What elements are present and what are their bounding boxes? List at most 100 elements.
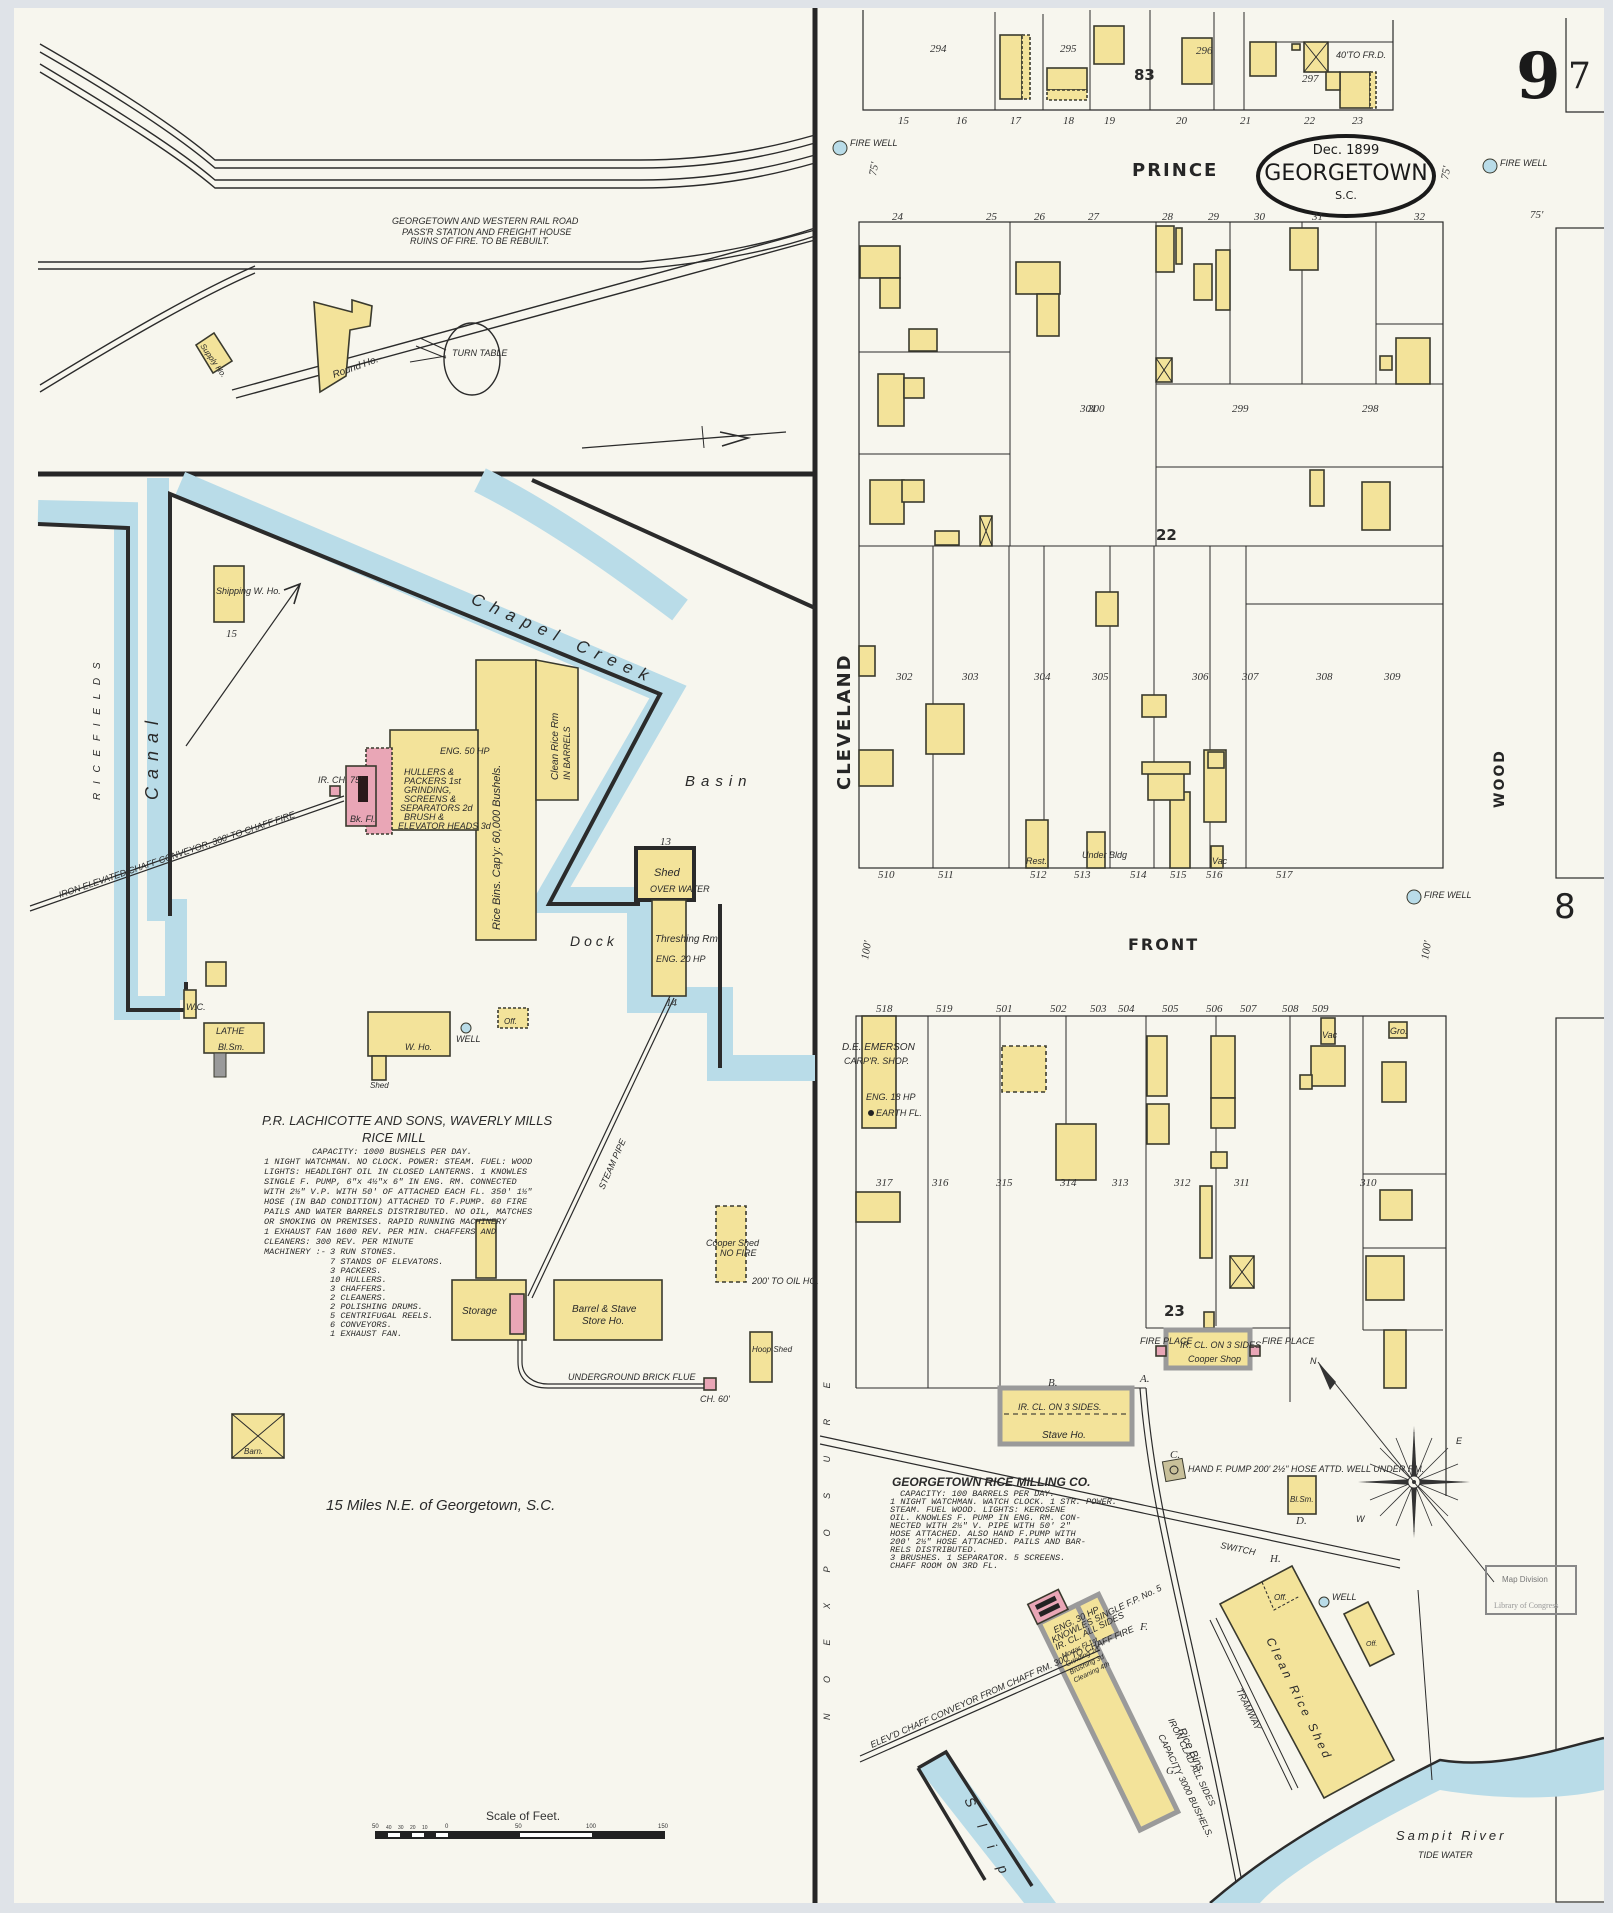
note-line: CLEANERS: 300 REV. PER MINUTE bbox=[264, 1237, 414, 1247]
sanborn-map: GEORGETOWN AND WESTERN RAIL ROAD PASS'R … bbox=[29, 8, 1604, 1903]
emerson-eng: ENG. 18 HP bbox=[866, 1092, 916, 1102]
scale-tick: 100 bbox=[586, 1824, 597, 1830]
compass-n: N bbox=[1310, 1356, 1317, 1366]
fire-well-icon: FIRE WELL bbox=[1406, 889, 1472, 905]
office-building bbox=[497, 1007, 529, 1029]
note-line: WITH 2½" V.P. WITH 50' OF ATTACHED EACH … bbox=[264, 1187, 532, 1197]
machinery-line: 7 STANDS OF ELEVATORS. bbox=[330, 1257, 443, 1267]
hullers-line: HULLERS & bbox=[404, 767, 454, 777]
address: 517 bbox=[1276, 869, 1293, 881]
shed-number: 13 bbox=[660, 836, 672, 848]
letter-g: G. bbox=[1166, 1765, 1177, 1777]
basin-label: Basin bbox=[685, 773, 753, 790]
blacksmith-label: Bl.Sm. bbox=[218, 1042, 245, 1052]
sampit-river bbox=[1210, 1738, 1604, 1903]
lot-number: 314 bbox=[1059, 1177, 1077, 1189]
office-building bbox=[1342, 1600, 1396, 1668]
emerson-carpenter-shop bbox=[861, 1015, 897, 1129]
lot-number: 316 bbox=[931, 1177, 949, 1189]
street-cleveland: CLEVELAND bbox=[834, 653, 855, 790]
storage-label: Storage bbox=[462, 1306, 497, 1317]
lot-number: 313 bbox=[1111, 1177, 1129, 1189]
lot-number: 303 bbox=[961, 671, 979, 683]
note-line: PAILS AND WATER BARRELS DISTRIBUTED. NO … bbox=[264, 1207, 532, 1217]
chimney2-label: CH. 60' bbox=[700, 1394, 730, 1404]
address: 511 bbox=[938, 869, 954, 881]
stamp-line: Map Division bbox=[1502, 1575, 1548, 1584]
lot-number: 309 bbox=[1383, 671, 1401, 683]
address: 15 bbox=[898, 115, 910, 127]
scale-tick: 50 bbox=[372, 1824, 379, 1830]
barrel-stave-store bbox=[553, 1279, 663, 1341]
lot-number: 296 bbox=[1196, 45, 1213, 57]
note-line: 1 EXHAUST FAN 1600 REV. PER MIN. CHAFFER… bbox=[264, 1227, 496, 1237]
round-house bbox=[313, 298, 373, 394]
shipping-label: Shipping W. Ho. bbox=[216, 586, 281, 596]
switch-label: SWITCH bbox=[1220, 1540, 1257, 1557]
address: 503 bbox=[1090, 1003, 1107, 1015]
address: 507 bbox=[1240, 1003, 1257, 1015]
address: 32 bbox=[1413, 211, 1426, 223]
address: 21 bbox=[1240, 115, 1251, 127]
street-width: 75' bbox=[1439, 165, 1453, 181]
machinery-line: 3 CHAFFERS. bbox=[330, 1284, 387, 1294]
block-23-number: 23 bbox=[1164, 1302, 1185, 1320]
letter-d: D. bbox=[1295, 1515, 1307, 1527]
lot-number: 302 bbox=[895, 671, 913, 683]
blacksmith-label: Bl.Sm. bbox=[1290, 1495, 1314, 1504]
threshing-label: Threshing Rm bbox=[655, 934, 718, 945]
north-arrow-icon bbox=[185, 582, 302, 747]
hoop-shed-label: Hoop Shed bbox=[752, 1345, 793, 1354]
street-width: 100' bbox=[1419, 939, 1434, 960]
rice-bins-building bbox=[475, 659, 537, 941]
north-arrow-icon bbox=[581, 425, 787, 449]
block-22: 301 300 299 298 302 303 304 305 306 307 … bbox=[858, 211, 1444, 881]
supply-house bbox=[194, 331, 234, 375]
machinery-line: 3 RUN STONES. bbox=[330, 1247, 397, 1257]
office-label: Off. bbox=[504, 1017, 517, 1026]
note-line: NECTED WITH 2½" V. PIPE WITH 50' 2" bbox=[890, 1521, 1071, 1531]
rr-subtitle: PASS'R STATION AND FREIGHT HOUSE bbox=[402, 227, 572, 237]
grocery-label: Gro. bbox=[1390, 1026, 1408, 1036]
office-label: Off. bbox=[1366, 1641, 1377, 1648]
map-town: GEORGETOWN bbox=[1264, 161, 1427, 186]
address: 31 bbox=[1311, 211, 1323, 223]
note-line: LIGHTS: HEADLIGHT OIL IN CLOSED LANTERNS… bbox=[264, 1167, 527, 1177]
hullers-line: GRINDING, bbox=[404, 785, 452, 795]
block23-top-addresses: 518 519 501 502 503 504 505 506 507 508 … bbox=[876, 1003, 1329, 1015]
note-line: RELS DISTRIBUTED. bbox=[890, 1545, 978, 1555]
note-line: 1 NIGHT WATCHMAN. WATCH CLOCK. 1 STR. PO… bbox=[890, 1497, 1117, 1507]
clean-rice-label: Clean Rice Rm bbox=[550, 713, 561, 780]
address: 17 bbox=[1010, 115, 1022, 127]
lot-number: 298 bbox=[1362, 403, 1379, 415]
lot-number: 300 bbox=[1087, 403, 1105, 415]
storage-upper bbox=[475, 1219, 497, 1279]
stave-house bbox=[997, 1385, 1135, 1447]
scale-tick: 50 bbox=[515, 1824, 522, 1830]
emerson-floor: EARTH FL. bbox=[876, 1108, 922, 1118]
address: 19 bbox=[1104, 115, 1116, 127]
address: 514 bbox=[1130, 869, 1147, 881]
well-icon bbox=[1318, 1596, 1330, 1608]
tide-label: TIDE WATER bbox=[1418, 1850, 1473, 1860]
store-house-label: Store Ho. bbox=[582, 1316, 624, 1327]
machinery-line: 6 CONVEYORS. bbox=[330, 1320, 392, 1330]
barn-label: Barn. bbox=[244, 1447, 263, 1456]
hullers-line: PACKERS 1st bbox=[404, 776, 461, 786]
hullers-line: SCREENS & bbox=[404, 794, 456, 804]
mill-subtitle: RICE MILL bbox=[362, 1130, 426, 1145]
lot-note: 40'TO FR.D. bbox=[1336, 50, 1386, 60]
boiler-icon bbox=[358, 776, 368, 802]
flue-label: UNDERGROUND BRICK FLUE bbox=[568, 1372, 697, 1382]
scale-tick: 150 bbox=[658, 1824, 669, 1830]
panel-dividers bbox=[38, 8, 818, 1903]
note-line: OR SMOKING ON PREMISES. RAPID RUNNING MA… bbox=[264, 1217, 507, 1227]
hand-pump-well bbox=[1161, 1457, 1187, 1483]
street-width: 75' bbox=[1530, 209, 1544, 221]
sheet-number: 9 bbox=[1516, 39, 1561, 114]
address: 20 bbox=[1176, 115, 1188, 127]
hullers-line: BRUSH & bbox=[404, 812, 444, 822]
boiler-house bbox=[1026, 1588, 1070, 1626]
inset-railroad: GEORGETOWN AND WESTERN RAIL ROAD PASS'R … bbox=[38, 43, 816, 449]
map-state: S.C. bbox=[1335, 189, 1357, 202]
